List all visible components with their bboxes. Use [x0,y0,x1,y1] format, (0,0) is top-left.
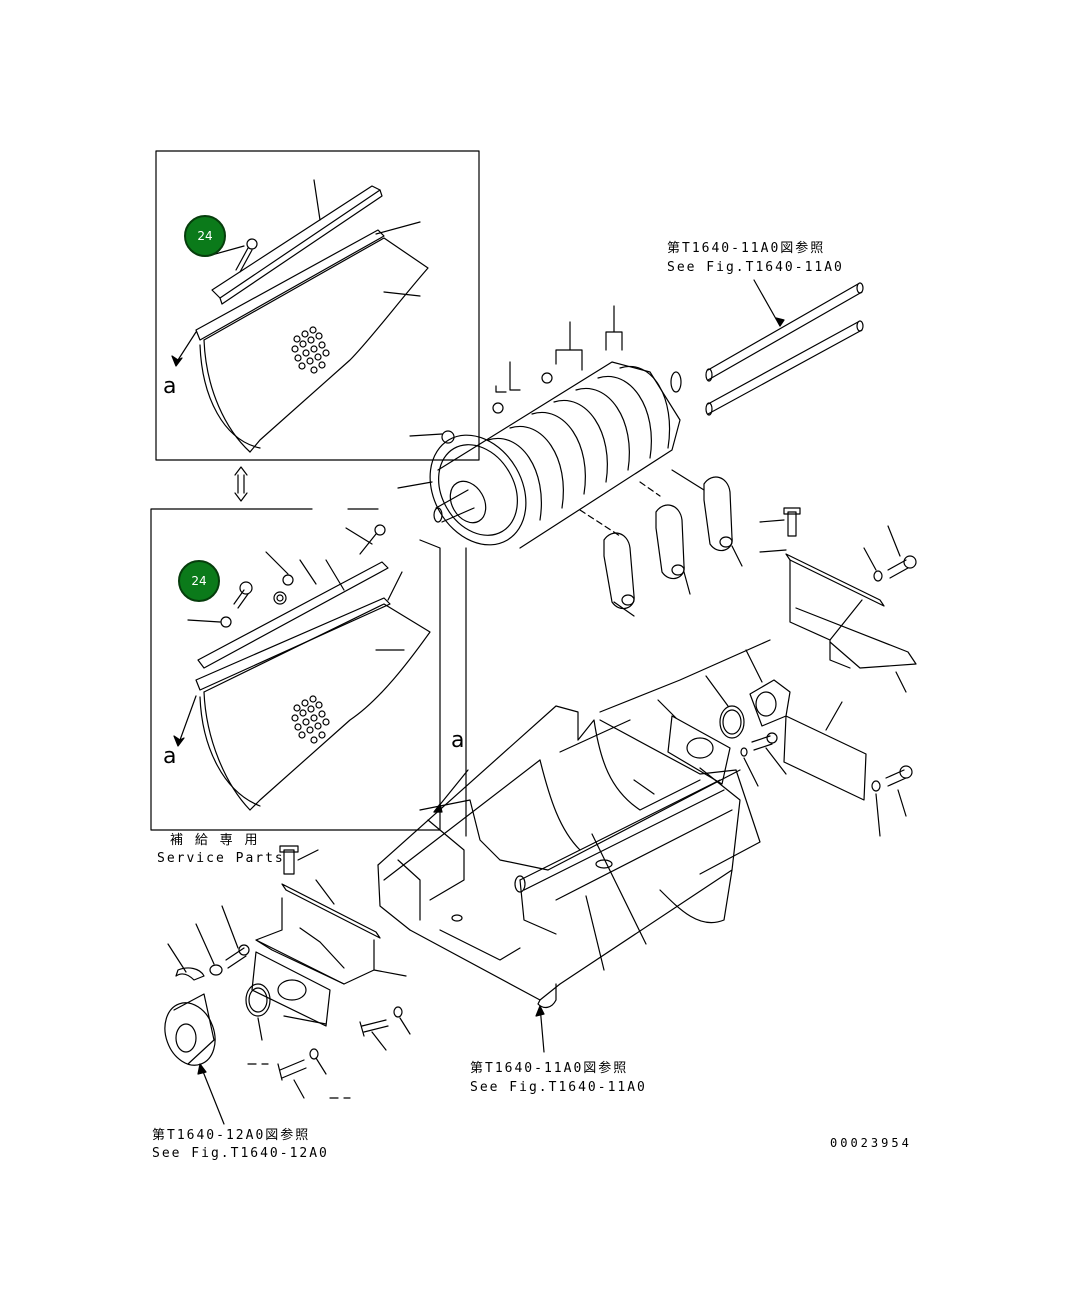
swap-arrow [234,466,248,502]
ref-top-right-en: See Fig.T1640-11A0 [667,260,844,275]
view-a-marker-frame: a [451,728,465,753]
ref-bottom-left-en: See Fig.T1640-12A0 [152,1146,329,1161]
drawing-number: 00023954 [830,1136,912,1150]
view-a-marker-bottom: a [163,744,177,769]
inset-box-bottom [150,508,441,831]
inset-box-top [155,150,480,461]
rotor-assembly [397,279,864,837]
ref-bottom-mid-en: See Fig.T1640-11A0 [470,1080,647,1095]
view-a-marker-top: a [163,374,177,399]
ref-bottom-left-jp: 第T1640-12A0図参照 [152,1128,311,1143]
part-24-callout-badge-bottom[interactable]: 24 [178,560,220,602]
service-parts-en: Service Parts [157,851,285,866]
rotor-links [579,469,743,617]
main-frame [377,639,771,1053]
screen-holes-bottom [291,695,330,744]
screen-holes-top [291,326,330,374]
part-24-callout-badge-top[interactable]: 24 [184,215,226,257]
service-parts-jp: 補 給 専 用 [170,833,260,848]
ref-bottom-mid-jp: 第T1640-11A0図参照 [470,1061,629,1076]
ref-top-right-jp: 第T1640-11A0図参照 [667,241,826,256]
left-lower-parts [164,845,411,1125]
right-cover-parts [657,507,917,837]
